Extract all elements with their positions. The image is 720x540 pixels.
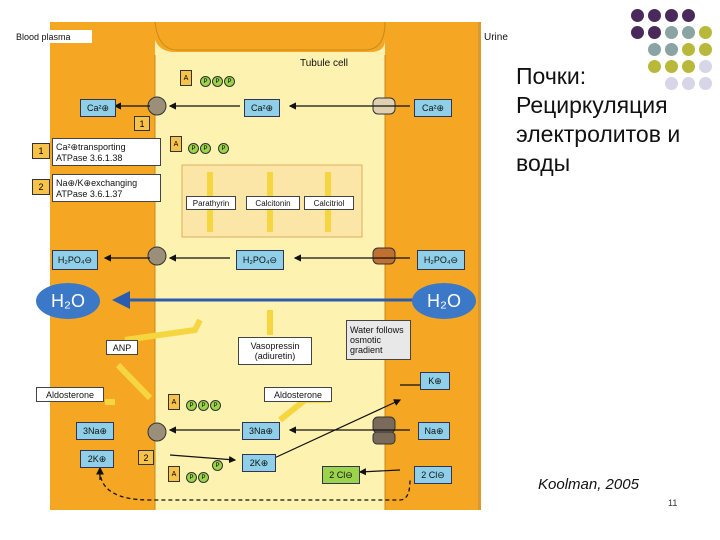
legend-tag-1: 1: [32, 143, 50, 159]
decor-dot: [665, 77, 678, 90]
atp-adenosine: A: [168, 394, 180, 410]
water-urine: H₂O: [412, 283, 476, 319]
source-credit: Koolman, 2005: [538, 476, 639, 493]
water-note-line: Water follows: [350, 325, 404, 335]
decor-dot: [699, 26, 712, 39]
decor-dot: [699, 77, 712, 90]
vasopressin-label: Vasopressin (adiuretin): [238, 337, 312, 365]
decor-dot: [699, 43, 712, 56]
phosphate-icon: P: [200, 76, 211, 87]
pump-tag-1: 1: [134, 116, 150, 131]
vasopressin-name: Vasopressin: [250, 341, 300, 351]
urine-label: Urine: [484, 32, 508, 43]
decor-dot: [631, 9, 644, 22]
na-ion-urine: Na⊕: [418, 422, 450, 440]
decor-dot: [682, 77, 695, 90]
tubule-cell-label: Tubule cell: [300, 58, 348, 69]
na-ion-blood: 3Na⊕: [76, 422, 114, 440]
atpase-na-k-legend: Na⊕/K⊕exchanging ATPase 3.6.1.37: [52, 174, 161, 202]
anp-label: ANP: [106, 340, 138, 355]
calcitriol-label: Calcitriol: [304, 196, 354, 210]
phosphate-icon: P: [198, 472, 209, 483]
phosphate-ion-blood: H₂PO₄⊖: [52, 250, 98, 270]
water-osmosis-note: Water follows osmotic gradient: [346, 320, 411, 360]
cl-ion-urine: 2 Cl⊖: [414, 466, 452, 484]
phosphate-ion-cell: H₂PO₄⊖: [236, 250, 284, 270]
decor-dot: [682, 26, 695, 39]
ca-ion-blood: Ca²⊕: [80, 99, 116, 117]
decor-dot: [648, 60, 661, 73]
ca-ion-cell: Ca²⊕: [244, 99, 280, 117]
decor-dot: [648, 26, 661, 39]
atp-adenosine: A: [180, 70, 192, 86]
decor-dot: [699, 60, 712, 73]
phosphate-icon: P: [212, 460, 223, 471]
phosphate-icon: P: [198, 400, 209, 411]
k-ion-blood: 2K⊕: [80, 450, 114, 468]
atpase-ca-legend: Ca²⊕transporting ATPase 3.6.1.38: [52, 138, 161, 166]
slide-title: Почки: Рециркуляция электролитов и воды: [516, 63, 681, 176]
water-note-line: gradient: [350, 345, 383, 355]
phosphate-ion-urine: H₂PO₄⊖: [417, 250, 465, 270]
cl-ion-cell: 2 Cl⊖: [322, 466, 360, 484]
atp-adenosine: A: [170, 136, 182, 152]
phosphate-icon: P: [186, 400, 197, 411]
ca-ion-urine: Ca²⊕: [414, 99, 452, 117]
atpase-na-k-ec: ATPase 3.6.1.37: [56, 188, 123, 199]
pump-tag-2: 2: [138, 450, 154, 465]
legend-tag-2: 2: [32, 179, 50, 195]
decor-dot: [631, 26, 644, 39]
decor-dot: [665, 9, 678, 22]
phosphate-icon: P: [200, 143, 211, 154]
decor-dot: [665, 43, 678, 56]
phosphate-icon: P: [224, 76, 235, 87]
decor-dot: [665, 60, 678, 73]
atpase-ca-ec: ATPase 3.6.1.38: [56, 152, 123, 163]
phosphate-icon: P: [218, 143, 229, 154]
phosphate-icon: P: [188, 143, 199, 154]
decor-dot: [682, 43, 695, 56]
aldosterone-label-blood: Aldosterone: [36, 387, 104, 402]
decor-dot: [648, 43, 661, 56]
water-note-line: osmotic: [350, 335, 382, 345]
decor-dot: [682, 60, 695, 73]
phosphate-icon: P: [186, 472, 197, 483]
blood-plasma-label: Blood plasma: [14, 30, 92, 43]
parathyrin-label: Parathyrin: [186, 196, 236, 210]
vasopressin-alias: (adiuretin): [254, 351, 296, 361]
decor-dot: [665, 26, 678, 39]
k-ion-urine: K⊕: [420, 372, 450, 390]
na-ion-cell: 3Na⊕: [242, 422, 280, 440]
phosphate-icon: P: [210, 400, 221, 411]
decor-dot: [648, 9, 661, 22]
page-number: 11: [668, 498, 678, 508]
atp-adenosine: A: [168, 466, 180, 482]
water-blood: H₂O: [36, 283, 100, 319]
k-ion-cell: 2K⊕: [242, 454, 276, 472]
aldosterone-label-cell: Aldosterone: [264, 387, 332, 402]
phosphate-icon: P: [212, 76, 223, 87]
atpase-na-k-name: Na⊕/K⊕exchanging: [56, 177, 138, 188]
calcitonin-label: Calcitonin: [246, 196, 300, 210]
atpase-ca-name: Ca²⊕transporting: [56, 141, 126, 152]
decor-dot: [682, 9, 695, 22]
